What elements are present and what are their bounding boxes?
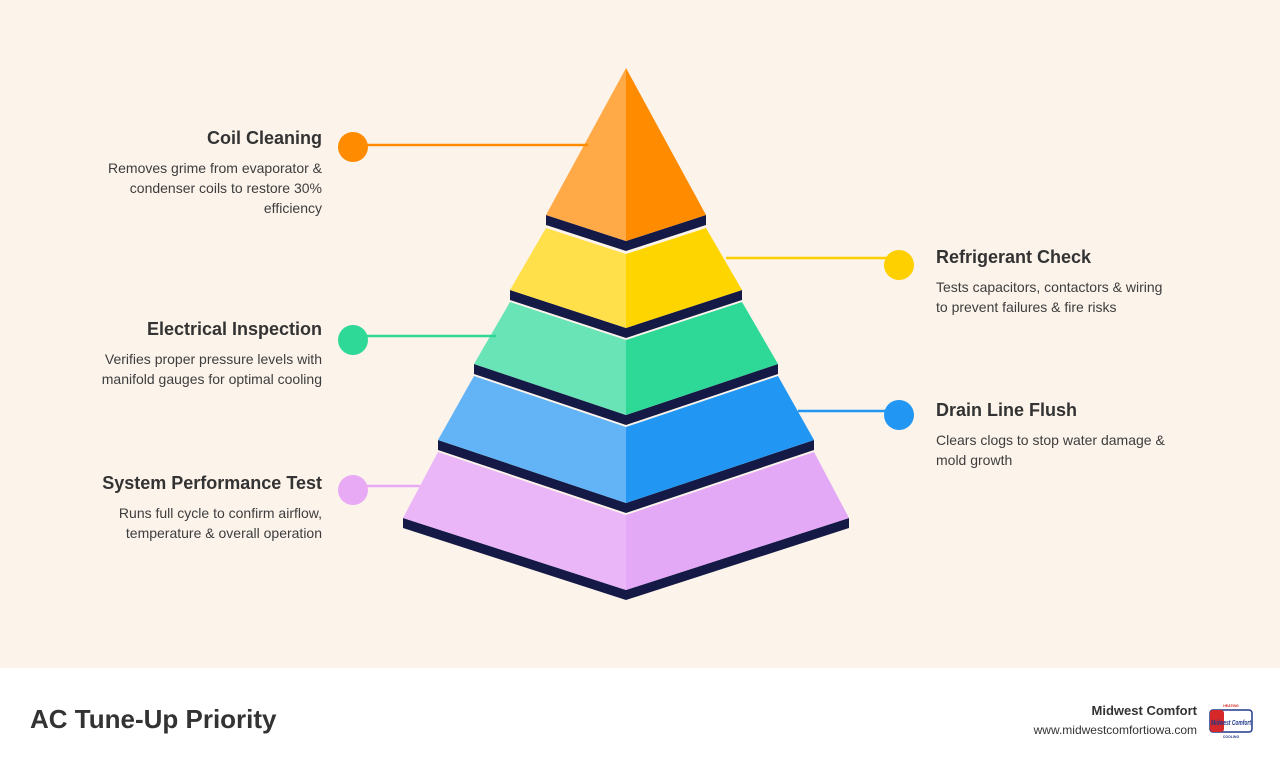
- label-title: Electrical Inspection: [146, 319, 322, 339]
- label-title: Coil Cleaning: [206, 128, 322, 148]
- brand-name: Midwest Comfort: [1091, 703, 1197, 718]
- priority-pyramid: [338, 68, 914, 600]
- midwest-comfort-logo: HEATING Midwest Comfort COOLING: [1209, 704, 1253, 739]
- tier-right-face-system-performance-test: [626, 452, 849, 590]
- tier-edge-refrigerant-check: [510, 290, 742, 338]
- tier-right-face-electrical-inspection: [626, 302, 778, 415]
- label-system-performance-test: System Performance Test Runs full cycle …: [82, 473, 322, 543]
- logo-bottom-text: COOLING: [1223, 735, 1240, 739]
- label-title: System Performance Test: [102, 473, 322, 493]
- connector-dot-drain-line-flush: [884, 400, 914, 430]
- tier-left-face-drain-line-flush: [438, 376, 626, 503]
- label-title: Drain Line Flush: [936, 400, 1078, 420]
- tier-left-face-coil-cleaning: [546, 68, 626, 241]
- tier-left-face-electrical-inspection: [474, 302, 626, 415]
- tier-right-face-refrigerant-check: [626, 228, 742, 328]
- logo-top-text: HEATING: [1223, 704, 1239, 708]
- label-description: Tests capacitors, contactors & wiring to…: [936, 278, 1163, 315]
- label-refrigerant-check: Refrigerant Check Tests capacitors, cont…: [936, 247, 1166, 317]
- page-title: AC Tune-Up Priority: [30, 704, 277, 734]
- tier-right-face-coil-cleaning: [626, 68, 706, 241]
- label-description: Verifies proper pressure levels with man…: [101, 350, 322, 387]
- label-drain-line-flush: Drain Line Flush Clears clogs to stop wa…: [936, 400, 1166, 470]
- brand-url[interactable]: www.midwestcomfortiowa.com: [1033, 723, 1197, 737]
- logo-wordmark: Midwest Comfort: [1211, 720, 1251, 727]
- label-title: Refrigerant Check: [936, 247, 1092, 267]
- connector-dot-refrigerant-check: [884, 250, 914, 280]
- footer-bar: AC Tune-Up Priority Midwest Comfort www.…: [0, 668, 1280, 776]
- tier-left-face-system-performance-test: [403, 452, 626, 590]
- tier-left-face-refrigerant-check: [510, 228, 626, 328]
- connector-dot-system-performance-test: [338, 475, 368, 505]
- label-coil-cleaning: Coil Cleaning Removes grime from evapora…: [82, 128, 322, 218]
- label-description: Clears clogs to stop water damage & mold…: [936, 431, 1165, 468]
- connector-dot-coil-cleaning: [338, 132, 368, 162]
- label-description: Removes grime from evaporator & condense…: [108, 159, 322, 216]
- connector-dot-electrical-inspection: [338, 325, 368, 355]
- infographic-canvas: Coil Cleaning Removes grime from evapora…: [0, 0, 1280, 668]
- tier-edge-coil-cleaning: [546, 215, 706, 251]
- label-description: Runs full cycle to confirm airflow, temp…: [118, 504, 322, 541]
- tier-right-face-drain-line-flush: [626, 376, 814, 503]
- label-electrical-inspection: Electrical Inspection Verifies proper pr…: [82, 319, 322, 389]
